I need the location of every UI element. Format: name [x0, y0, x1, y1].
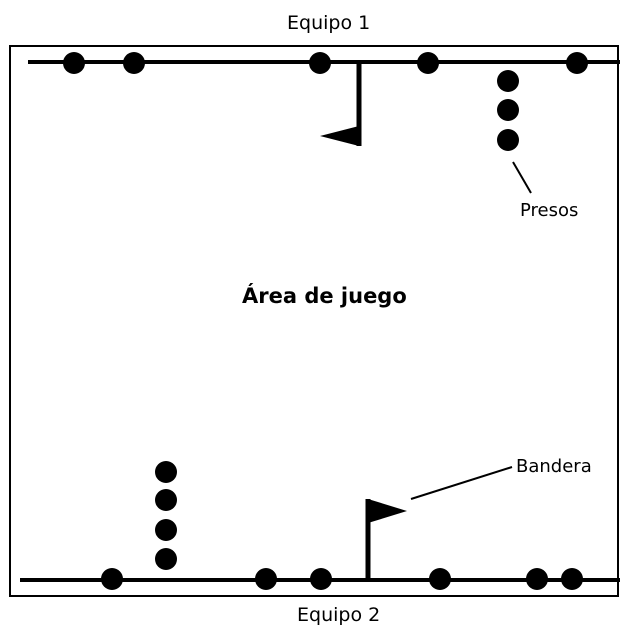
- team2-label: Equipo 2: [297, 604, 381, 626]
- prisoner: [155, 489, 177, 511]
- team1-player: [566, 52, 588, 74]
- team1-player: [123, 52, 145, 74]
- team2-player: [101, 568, 123, 590]
- presos-leader-line: [512, 161, 532, 194]
- team2-player: [255, 568, 277, 590]
- prisoner: [497, 70, 519, 92]
- flag-label: Bandera: [516, 456, 592, 477]
- prisoner: [155, 548, 177, 570]
- prisoners-label: Presos: [520, 200, 579, 221]
- flag-icon: [320, 126, 359, 146]
- team1-prisoners: [497, 70, 519, 151]
- team1-player: [309, 52, 331, 74]
- prisoner: [497, 99, 519, 121]
- flag-icon: [368, 499, 407, 523]
- team1-label: Equipo 1: [287, 12, 371, 34]
- prisoner: [497, 129, 519, 151]
- team1-flag: [320, 64, 362, 146]
- team2-player: [429, 568, 451, 590]
- team2-players: [101, 568, 583, 590]
- team1-player: [63, 52, 85, 74]
- team1-players: [63, 52, 588, 74]
- team1-player: [417, 52, 439, 74]
- field-border: [9, 45, 619, 597]
- bandera-leader-line: [410, 466, 513, 500]
- play-area-label: Área de juego: [242, 284, 407, 308]
- team2-flag: [365, 499, 407, 580]
- team2-prisoners: [155, 461, 177, 570]
- prisoner: [155, 461, 177, 483]
- team2-player: [310, 568, 332, 590]
- team2-player: [526, 568, 548, 590]
- prisoner: [155, 519, 177, 541]
- team2-player: [561, 568, 583, 590]
